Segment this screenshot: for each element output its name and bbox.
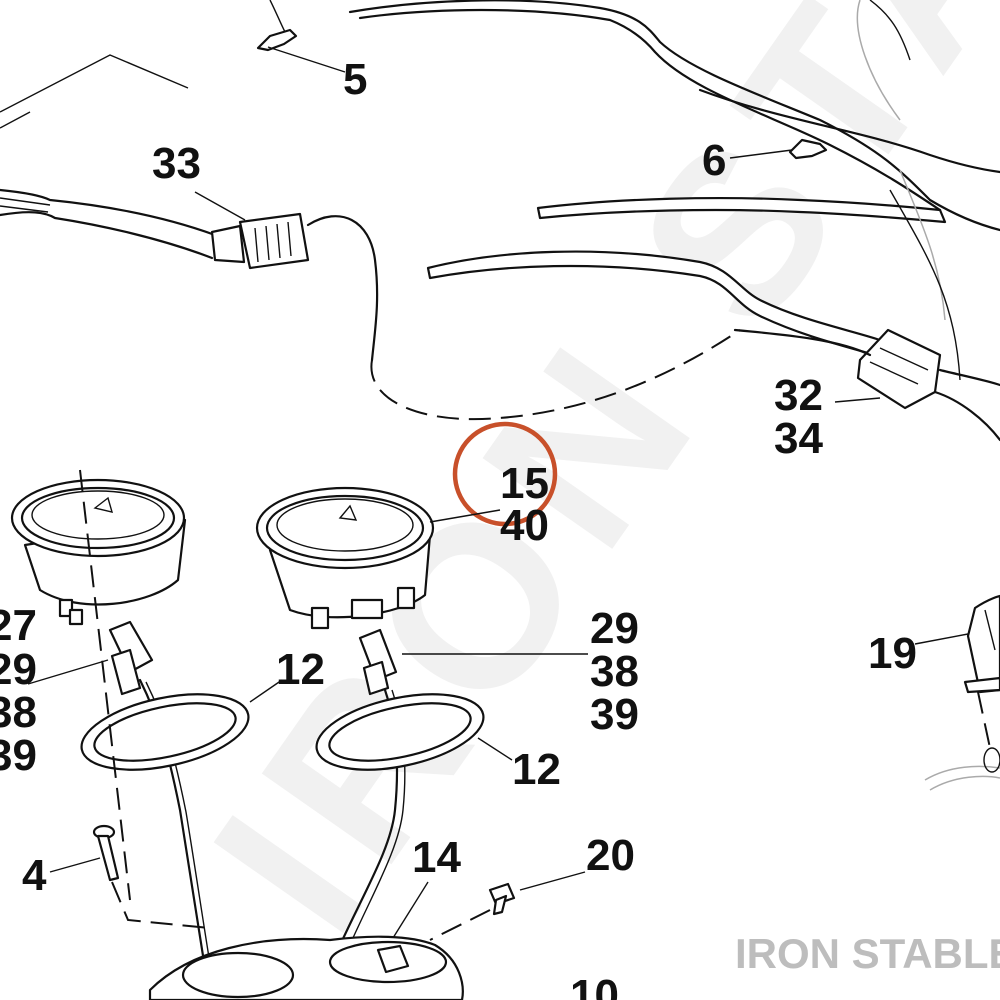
watermark: IRON STABLE: [164, 0, 1000, 974]
callout-38-left: 38: [0, 688, 37, 737]
callout-20: 20: [586, 831, 635, 880]
center-gauge: [255, 486, 501, 630]
callout-32: 32: [774, 371, 823, 420]
callout-40: 40: [500, 501, 549, 550]
callout-12-left: 12: [276, 645, 325, 694]
callout-4: 4: [22, 851, 47, 900]
part-19-component: [914, 594, 1000, 791]
part-10-gauge-housing: [148, 935, 464, 1000]
part-20-bolt: [429, 871, 586, 941]
part-5-clip: [256, 28, 346, 73]
center-bezel-ring: [315, 693, 513, 771]
part-4-screw: [49, 469, 211, 929]
callout-27: 27: [0, 601, 37, 650]
callout-19: 19: [868, 629, 917, 678]
part-6-clip: [729, 138, 828, 160]
callout-33: 33: [152, 139, 201, 188]
left-bezel-ring: [80, 679, 283, 771]
callout-6: 6: [702, 136, 726, 185]
trim-strip-upper: [536, 196, 947, 224]
left-gauge: [10, 478, 187, 626]
loop-cable: [370, 329, 741, 421]
callout-10: 10: [570, 971, 619, 1000]
callout-39-right: 39: [590, 690, 639, 739]
callout-15: 15: [500, 459, 549, 508]
callout-29-right: 29: [590, 604, 639, 653]
callout-38-right: 38: [590, 647, 639, 696]
part-33-connector-harness: [0, 188, 379, 362]
upper-fairing-harness: [269, 0, 1000, 232]
highlight-circle: [452, 421, 558, 527]
top-left-leader-lines: [0, 54, 189, 129]
callout-34: 34: [774, 414, 823, 463]
callout-39-left: 39: [0, 731, 37, 780]
part-32-34-connector: [733, 169, 1000, 442]
callout-5: 5: [343, 55, 367, 104]
callout-14: 14: [412, 833, 461, 882]
callout-29-left: 29: [0, 645, 37, 694]
callout-12-right: 12: [512, 745, 561, 794]
watermark-text: IRON STABLE: [164, 0, 1000, 974]
brand-logo-text: IRON STABLE: [735, 930, 1000, 977]
